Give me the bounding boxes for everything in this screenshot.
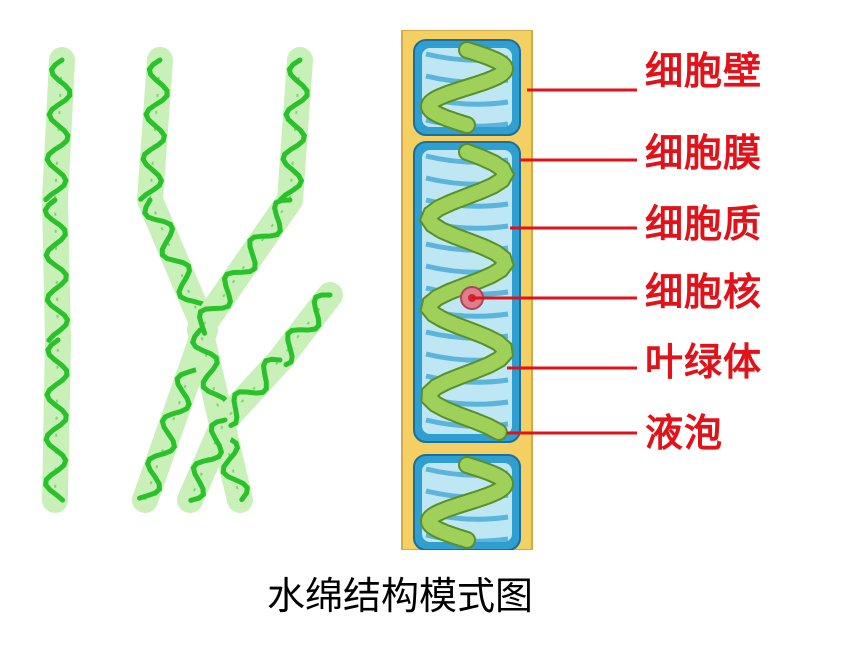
spiral-chloroplast	[42, 197, 71, 343]
spiral-chloroplast	[283, 292, 333, 368]
filament-cell-divider	[198, 59, 301, 501]
spiral-chloroplast	[197, 197, 293, 336]
spiral-chloroplast	[43, 337, 70, 503]
label-cytoplasm: 细胞质	[645, 201, 763, 246]
chloroplast	[422, 458, 512, 547]
spiral-chloroplast	[138, 57, 170, 202]
spiral-chloroplast	[43, 57, 73, 202]
spiral-chloroplast	[188, 417, 228, 503]
chloroplast	[421, 145, 513, 439]
spiral-chloroplast	[278, 57, 310, 202]
spiral-chloroplast	[228, 356, 283, 428]
label-chloroplast: 叶绿体	[645, 339, 763, 384]
filament-cell-divider	[144, 59, 207, 501]
filament-cell-divider	[53, 59, 63, 501]
chloroplast	[422, 43, 512, 132]
spirogyra-cell-structure-illustration	[382, 30, 820, 550]
label-nucleus: 细胞核	[645, 269, 763, 314]
spirogyra-filaments-illustration	[0, 0, 380, 520]
label-cell-membrane: 细胞膜	[645, 130, 763, 175]
figure-caption: 水绵结构模式图	[266, 574, 533, 618]
label-cell-wall: 细胞壁	[645, 48, 763, 93]
label-vacuole: 液泡	[645, 410, 724, 455]
